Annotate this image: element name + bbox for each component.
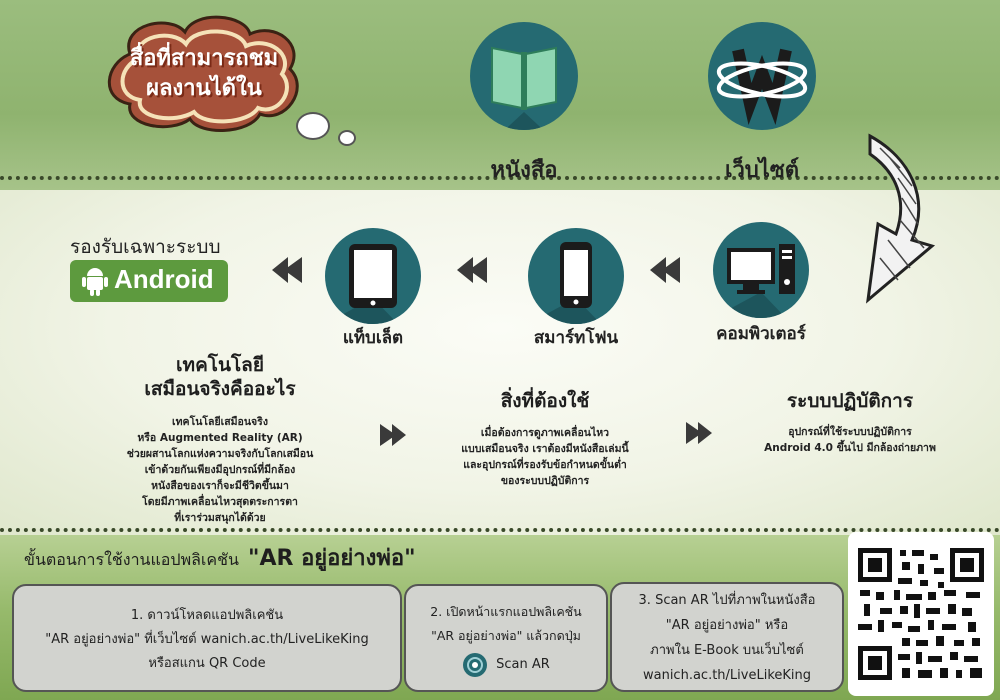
ar-body: เทคโนโลยีเสมือนจริง หรือ Augmented Reali… [100, 414, 340, 526]
smartphone-circle [528, 228, 624, 324]
cloud-line1: สื่อที่สามารถชม [129, 46, 279, 71]
scan-ar-label: Scan AR [496, 657, 550, 672]
book-icon [470, 46, 578, 130]
chevron-left-icon [272, 257, 302, 283]
os-body-line: อุปกรณ์ที่ใช้ระบบปฏิบัติการ [788, 426, 912, 438]
step-3-line: 3. Scan AR ไปที่ภาพในหนังสือ [638, 593, 816, 608]
os-heading: ระบบปฏิบัติการ [786, 390, 914, 412]
computer-icon [713, 244, 809, 318]
needs-body-line: ของระบบปฏิบัติการ [500, 475, 590, 487]
chevron-right-icon [686, 422, 712, 444]
needs-body-line: เมื่อต้องการดูภาพเคลื่อนไหว [480, 427, 610, 439]
needs-body-line: และอุปกรณ์ที่รองรับข้อกำหนดขั้นต่ำ [463, 459, 627, 471]
scan-ar-icon [463, 653, 488, 677]
chevron-left-icon [457, 257, 487, 283]
book-label: หนังสือ [490, 158, 558, 183]
cloud-text: สื่อที่สามารถชม ผลงานได้ใน [104, 44, 304, 104]
step-1-card: 1. ดาวน์โหลดแอปพลิเคชัน "AR อยู่อย่างพ่อ… [12, 584, 402, 692]
ar-heading-line1: เทคโนโลยี [176, 354, 264, 376]
ar-body-line: หรือ Augmented Reality (AR) [137, 432, 303, 444]
ar-body-line: โดยมีภาพเคลื่อนไหวสุดตระการตา [142, 496, 298, 508]
step-2-line: "AR อยู่อย่างพ่อ" แล้วกดปุ่ม [431, 628, 581, 643]
tablet-circle [325, 228, 421, 324]
cloud-puff-small [338, 130, 356, 146]
curved-arrow-icon [866, 133, 936, 304]
step-1-line: หรือสแกน QR Code [148, 656, 266, 671]
os-body-line: Android 4.0 ขึ้นไป มีกล้องถ่ายภาพ [764, 442, 936, 454]
smartphone-icon [528, 242, 624, 324]
needs-body: เมื่อต้องการดูภาพเคลื่อนไหว แบบเสมือนจริ… [430, 425, 660, 489]
os-body: อุปกรณ์ที่ใช้ระบบปฏิบัติการ Android 4.0 … [730, 424, 970, 456]
needs-heading: สิ่งที่ต้องใช้ [500, 390, 590, 412]
book-circle [470, 22, 578, 130]
step-1-line: "AR อยู่อย่างพ่อ" ที่เว็บไซต์ wanich.ac.… [45, 632, 369, 647]
steps-title: ขั้นตอนการใช้งานแอปพลิเคชัน "AR อยู่อย่า… [24, 540, 416, 575]
step-3-card: 3. Scan AR ไปที่ภาพในหนังสือ "AR อยู่อย่… [610, 582, 844, 692]
step-1-line: 1. ดาวน์โหลดแอปพลิเคชัน [130, 608, 284, 623]
step-2-card: 2. เปิดหน้าแรกแอปพลิเคชัน "AR อยู่อย่างพ… [404, 584, 608, 692]
chevron-right-icon [380, 424, 406, 446]
cloud-puff-large [296, 112, 330, 140]
step-2-line: 2. เปิดหน้าแรกแอปพลิเคชัน [430, 604, 582, 619]
computer-label: คอมพิวเตอร์ [716, 324, 806, 344]
ar-heading-line2: เสมือนจริงคืออะไร [144, 378, 296, 400]
ar-body-line: ที่เราร่วมสนุกได้ด้วย [174, 512, 266, 524]
android-label: Android [114, 264, 214, 294]
tablet-icon [325, 244, 421, 324]
step-3-line: wanich.ac.th/LiveLikeKing [642, 668, 812, 683]
steps-title-app: "AR อยู่อย่างพ่อ" [247, 546, 416, 571]
smartphone-label: สมาร์ทโฟน [533, 328, 619, 348]
ar-body-line: หนังสือของเราก็จะมีชีวิตขึ้นมา [151, 480, 289, 492]
step-3-line: ภาพใน E-Book บนเว็บไซต์ [650, 643, 804, 658]
scan-ar-button[interactable]: Scan AR [406, 652, 606, 678]
website-logo-icon [716, 48, 808, 126]
ar-body-line: ช่วยผสานโลกแห่งความจริงกับโลกเสมือน [126, 448, 314, 460]
top-divider [0, 176, 1000, 180]
android-robot-icon [82, 268, 108, 296]
qr-code [848, 532, 994, 696]
computer-circle [713, 222, 809, 318]
support-title: รองรับเฉพาะระบบ [70, 236, 221, 258]
cloud-bubble [107, 15, 299, 132]
ar-heading: เทคโนโลยี เสมือนจริงคืออะไร [100, 353, 340, 401]
website-circle [708, 22, 816, 130]
middle-band [0, 190, 1000, 535]
website-label: เว็บไซต์ [724, 158, 800, 183]
steps-title-prefix: ขั้นตอนการใช้งานแอปพลิเคชัน [24, 550, 239, 569]
chevron-left-icon [650, 257, 680, 283]
step-3-line: "AR อยู่อย่างพ่อ" หรือ [665, 618, 789, 633]
needs-body-line: แบบเสมือนจริง เราต้องมีหนังสือเล่มนี้ [461, 443, 629, 455]
qr-code-icon [858, 548, 984, 680]
android-badge: Android [70, 260, 228, 302]
ar-body-line: เทคโนโลยีเสมือนจริง [172, 416, 268, 428]
ar-body-line: เข้าด้วยกันเพียงมีอุปกรณ์ที่มีกล้อง [144, 464, 296, 476]
bottom-divider [0, 528, 1000, 532]
cloud-line2: ผลงานได้ใน [146, 76, 262, 101]
tablet-label: แท็บเล็ต [342, 328, 404, 348]
